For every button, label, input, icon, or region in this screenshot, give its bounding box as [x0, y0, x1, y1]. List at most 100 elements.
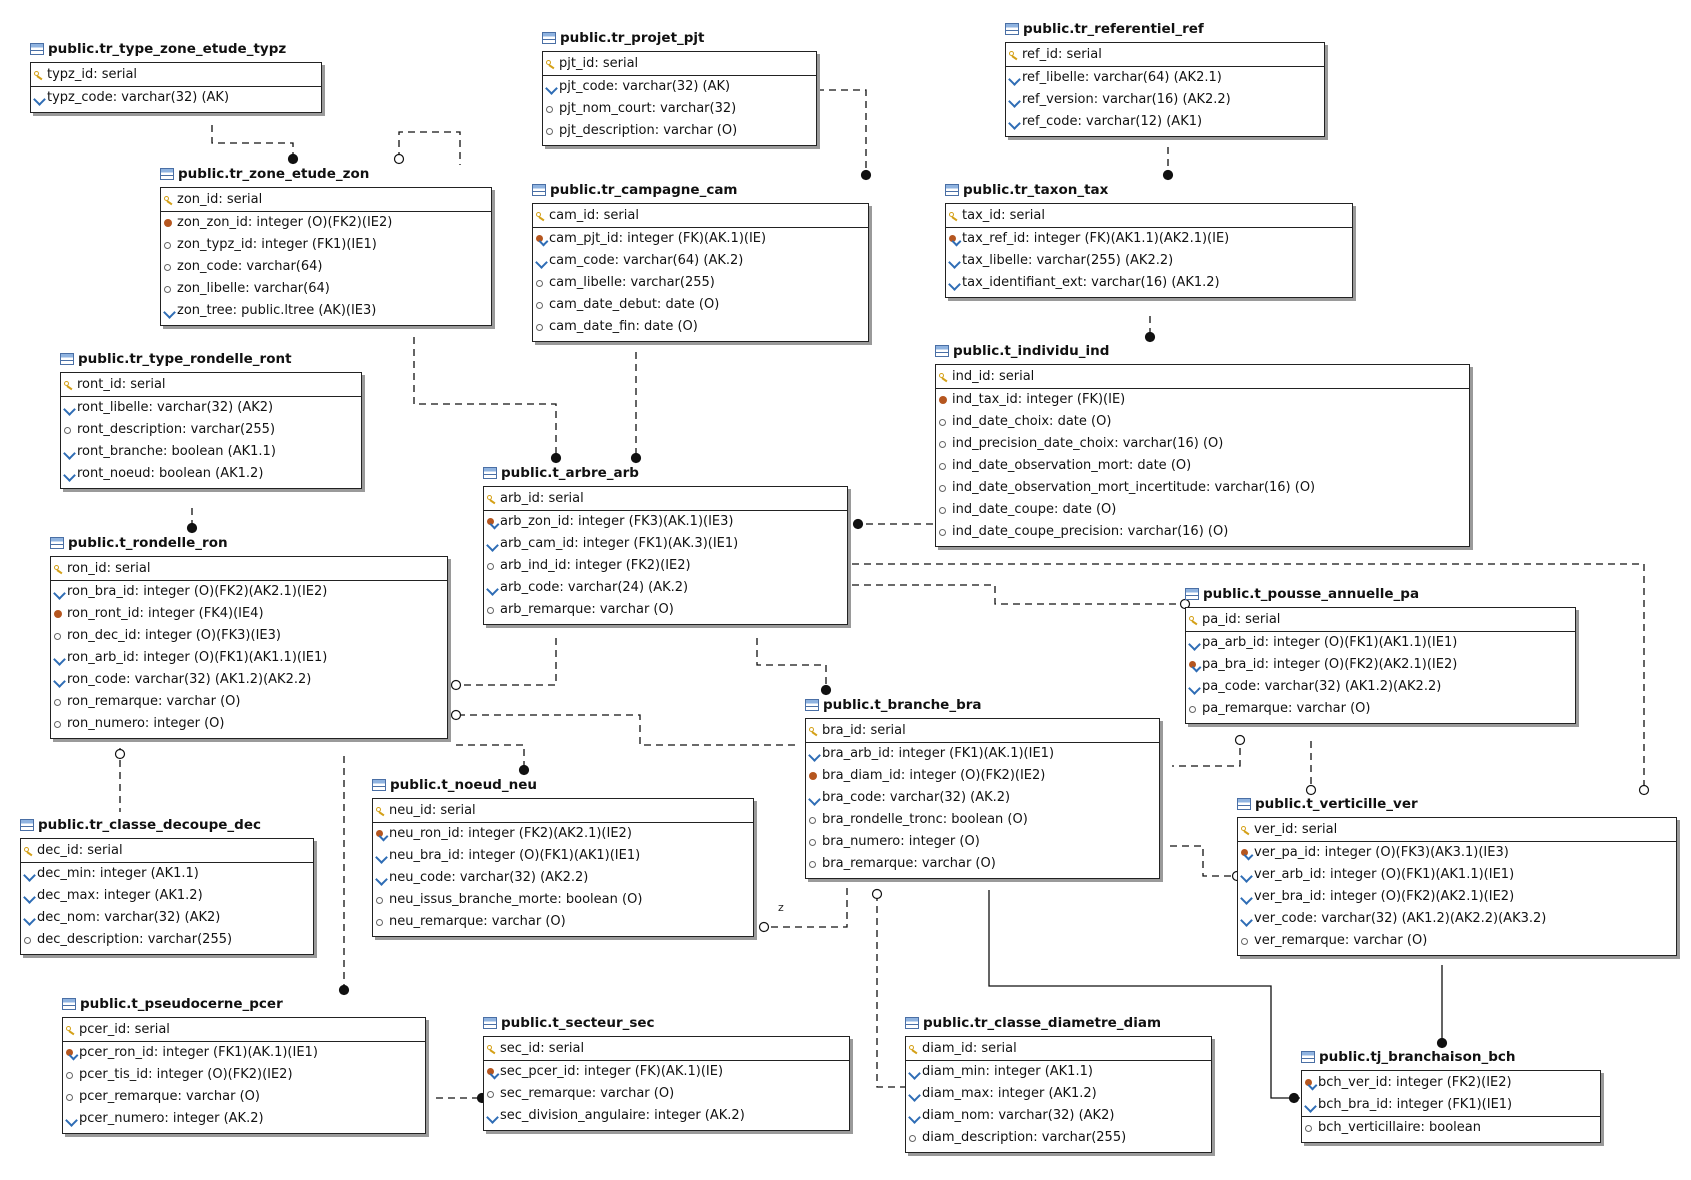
column-row[interactable]: ron_ront_id: integer (FK4)(IE4) — [51, 603, 447, 625]
column-row[interactable]: ron_remarque: varchar (O) — [51, 691, 447, 713]
column-row[interactable]: tax_identifiant_ext: varchar(16) (AK1.2) — [946, 272, 1352, 294]
column-row[interactable]: zon_id: serial — [161, 189, 491, 212]
table-title[interactable]: public.tr_type_zone_etude_typz — [30, 36, 286, 62]
column-row[interactable]: sec_pcer_id: integer (FK)(AK.1)(IE) — [484, 1061, 849, 1083]
column-row[interactable]: tax_libelle: varchar(255) (AK2.2) — [946, 250, 1352, 272]
column-row[interactable]: bra_arb_id: integer (FK1)(AK.1)(IE1) — [806, 743, 1159, 765]
column-row[interactable]: diam_max: integer (AK1.2) — [906, 1083, 1211, 1105]
column-row[interactable]: pjt_code: varchar(32) (AK) — [543, 76, 816, 98]
column-row[interactable]: arb_zon_id: integer (FK3)(AK.1)(IE3) — [484, 511, 847, 533]
column-row[interactable]: ront_description: varchar(255) — [61, 419, 361, 441]
column-row[interactable]: arb_cam_id: integer (FK1)(AK.3)(IE1) — [484, 533, 847, 555]
column-row[interactable]: ref_code: varchar(12) (AK1) — [1006, 111, 1324, 133]
column-row[interactable]: ront_branche: boolean (AK1.1) — [61, 441, 361, 463]
column-row[interactable]: arb_id: serial — [484, 488, 847, 511]
column-row[interactable]: pjt_nom_court: varchar(32) — [543, 98, 816, 120]
column-row[interactable]: zon_code: varchar(64) — [161, 256, 491, 278]
column-row[interactable]: bra_numero: integer (O) — [806, 831, 1159, 853]
table-title[interactable]: public.tr_projet_pjt — [542, 25, 705, 51]
column-row[interactable]: arb_remarque: varchar (O) — [484, 599, 847, 621]
table-title[interactable]: public.tr_referentiel_ref — [1005, 16, 1204, 42]
table-title[interactable]: public.t_verticille_ver — [1237, 791, 1418, 817]
column-row[interactable]: neu_ron_id: integer (FK2)(AK2.1)(IE2) — [373, 823, 753, 845]
table-title[interactable]: public.t_rondelle_ron — [50, 530, 228, 556]
column-row[interactable]: ind_tax_id: integer (FK)(IE) — [936, 389, 1469, 411]
column-row[interactable]: neu_remarque: varchar (O) — [373, 911, 753, 933]
column-row[interactable]: diam_min: integer (AK1.1) — [906, 1061, 1211, 1083]
column-row[interactable]: zon_typz_id: integer (FK1)(IE1) — [161, 234, 491, 256]
column-row[interactable]: ind_precision_date_choix: varchar(16) (O… — [936, 433, 1469, 455]
column-row[interactable]: bch_ver_id: integer (FK2)(IE2) — [1302, 1072, 1600, 1094]
column-row[interactable]: ron_dec_id: integer (O)(FK3)(IE3) — [51, 625, 447, 647]
column-row[interactable]: tax_id: serial — [946, 205, 1352, 228]
column-row[interactable]: ron_arb_id: integer (O)(FK1)(AK1.1)(IE1) — [51, 647, 447, 669]
column-row[interactable]: ver_remarque: varchar (O) — [1238, 930, 1676, 952]
column-row[interactable]: ref_libelle: varchar(64) (AK2.1) — [1006, 67, 1324, 89]
table-title[interactable]: public.tr_taxon_tax — [945, 177, 1108, 203]
table-title[interactable]: public.t_branche_bra — [805, 692, 982, 718]
column-row[interactable]: pjt_id: serial — [543, 53, 816, 76]
column-row[interactable]: zon_libelle: varchar(64) — [161, 278, 491, 300]
column-row[interactable]: arb_ind_id: integer (FK2)(IE2) — [484, 555, 847, 577]
column-row[interactable]: cam_code: varchar(64) (AK.2) — [533, 250, 868, 272]
column-row[interactable]: pcer_tis_id: integer (O)(FK2)(IE2) — [63, 1064, 425, 1086]
table-title[interactable]: public.tr_type_rondelle_ront — [60, 346, 292, 372]
column-row[interactable]: ind_date_observation_mort_incertitude: v… — [936, 477, 1469, 499]
column-row[interactable]: dec_min: integer (AK1.1) — [21, 863, 313, 885]
column-row[interactable]: pjt_description: varchar (O) — [543, 120, 816, 142]
column-row[interactable]: diam_nom: varchar(32) (AK2) — [906, 1105, 1211, 1127]
column-row[interactable]: cam_libelle: varchar(255) — [533, 272, 868, 294]
table-title[interactable]: public.tr_zone_etude_zon — [160, 161, 369, 187]
column-row[interactable]: ref_id: serial — [1006, 44, 1324, 67]
column-row[interactable]: typz_code: varchar(32) (AK) — [31, 87, 321, 109]
column-row[interactable]: zon_zon_id: integer (O)(FK2)(IE2) — [161, 212, 491, 234]
column-row[interactable]: ind_date_coupe_precision: varchar(16) (O… — [936, 521, 1469, 543]
table-title[interactable]: public.t_pseudocerne_pcer — [62, 991, 283, 1017]
column-row[interactable]: pa_arb_id: integer (O)(FK1)(AK1.1)(IE1) — [1186, 632, 1575, 654]
column-row[interactable]: cam_id: serial — [533, 205, 868, 228]
column-row[interactable]: ind_id: serial — [936, 366, 1469, 389]
column-row[interactable]: ront_id: serial — [61, 374, 361, 397]
column-row[interactable]: pcer_id: serial — [63, 1019, 425, 1042]
table-title[interactable]: public.t_pousse_annuelle_pa — [1185, 581, 1419, 607]
column-row[interactable]: dec_id: serial — [21, 840, 313, 863]
column-row[interactable]: pa_bra_id: integer (O)(FK2)(AK2.1)(IE2) — [1186, 654, 1575, 676]
column-row[interactable]: pa_code: varchar(32) (AK1.2)(AK2.2) — [1186, 676, 1575, 698]
column-row[interactable]: bra_code: varchar(32) (AK.2) — [806, 787, 1159, 809]
column-row[interactable]: arb_code: varchar(24) (AK.2) — [484, 577, 847, 599]
column-row[interactable]: neu_code: varchar(32) (AK2.2) — [373, 867, 753, 889]
column-row[interactable]: ron_id: serial — [51, 558, 447, 581]
column-row[interactable]: bra_id: serial — [806, 720, 1159, 743]
table-title[interactable]: public.t_individu_ind — [935, 338, 1109, 364]
column-row[interactable]: diam_id: serial — [906, 1038, 1211, 1061]
column-row[interactable]: sec_division_angulaire: integer (AK.2) — [484, 1105, 849, 1127]
column-row[interactable]: ind_date_coupe: date (O) — [936, 499, 1469, 521]
column-row[interactable]: zon_tree: public.ltree (AK)(IE3) — [161, 300, 491, 322]
column-row[interactable]: pcer_numero: integer (AK.2) — [63, 1108, 425, 1130]
column-row[interactable]: tax_ref_id: integer (FK)(AK1.1)(AK2.1)(I… — [946, 228, 1352, 250]
table-title[interactable]: public.tr_classe_decoupe_dec — [20, 812, 261, 838]
column-row[interactable]: bch_verticillaire: boolean — [1302, 1117, 1600, 1139]
column-row[interactable]: neu_issus_branche_morte: boolean (O) — [373, 889, 753, 911]
column-row[interactable]: neu_id: serial — [373, 800, 753, 823]
column-row[interactable]: ron_code: varchar(32) (AK1.2)(AK2.2) — [51, 669, 447, 691]
column-row[interactable]: cam_date_fin: date (O) — [533, 316, 868, 338]
column-row[interactable]: bra_remarque: varchar (O) — [806, 853, 1159, 875]
table-title[interactable]: public.t_arbre_arb — [483, 460, 639, 486]
column-row[interactable]: bra_rondelle_tronc: boolean (O) — [806, 809, 1159, 831]
column-row[interactable]: ver_code: varchar(32) (AK1.2)(AK2.2)(AK3… — [1238, 908, 1676, 930]
column-row[interactable]: ront_libelle: varchar(32) (AK2) — [61, 397, 361, 419]
column-row[interactable]: pcer_remarque: varchar (O) — [63, 1086, 425, 1108]
table-title[interactable]: public.t_secteur_sec — [483, 1010, 655, 1036]
column-row[interactable]: pcer_ron_id: integer (FK1)(AK.1)(IE1) — [63, 1042, 425, 1064]
table-title[interactable]: public.tr_campagne_cam — [532, 177, 738, 203]
column-row[interactable]: bch_bra_id: integer (FK1)(IE1) — [1302, 1094, 1600, 1117]
table-title[interactable]: public.tr_classe_diametre_diam — [905, 1010, 1161, 1036]
column-row[interactable]: ron_numero: integer (O) — [51, 713, 447, 735]
column-row[interactable]: ver_bra_id: integer (O)(FK2)(AK2.1)(IE2) — [1238, 886, 1676, 908]
column-row[interactable]: dec_nom: varchar(32) (AK2) — [21, 907, 313, 929]
column-row[interactable]: sec_remarque: varchar (O) — [484, 1083, 849, 1105]
column-row[interactable]: bra_diam_id: integer (O)(FK2)(IE2) — [806, 765, 1159, 787]
column-row[interactable]: neu_bra_id: integer (O)(FK1)(AK1)(IE1) — [373, 845, 753, 867]
table-title[interactable]: public.t_noeud_neu — [372, 772, 537, 798]
